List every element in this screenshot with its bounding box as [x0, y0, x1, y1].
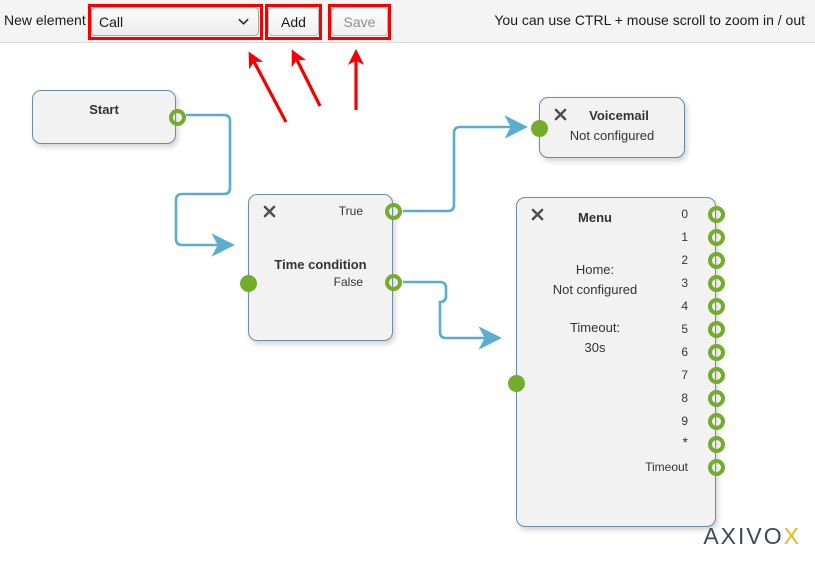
connection-wires [174, 113, 528, 350]
wire-start-to-time-condition [174, 113, 235, 257]
port-label-2: 2 [681, 253, 688, 267]
port-label-8: 8 [681, 391, 688, 405]
node-time-condition[interactable]: Time condition True False [240, 194, 402, 341]
node-menu-output-1[interactable] [708, 229, 725, 246]
port-label-1: 1 [681, 230, 688, 244]
node-voicemail-subtitle: Not configured [569, 128, 655, 143]
port-label-true: True [338, 204, 363, 218]
port-label-3: 3 [681, 276, 688, 290]
node-time-condition-input-port[interactable] [240, 275, 257, 292]
node-menu-output-7[interactable] [708, 367, 725, 384]
wire-true-to-voicemail [403, 115, 528, 213]
node-voicemail-input-port[interactable] [531, 120, 548, 137]
logo-text-accent: X [783, 523, 801, 549]
node-voicemail[interactable]: Voicemail Not configured [531, 97, 685, 158]
node-menu-home-value: Not configured [552, 282, 638, 297]
node-menu-output-2[interactable] [708, 252, 725, 269]
port-label-0: 0 [681, 207, 688, 221]
node-menu[interactable]: Menu Home: Not configured Timeout: 30s 0… [508, 197, 725, 527]
port-label-false: False [333, 275, 363, 289]
close-icon[interactable] [263, 205, 276, 218]
node-menu-output-4[interactable] [708, 298, 725, 315]
port-label-5: 5 [681, 322, 688, 336]
new-element-label: New element [4, 12, 86, 28]
axivox-logo: AXIVOX [703, 523, 801, 550]
node-menu-timeout-label: Timeout: [569, 320, 621, 335]
node-menu-output-star[interactable] [708, 436, 725, 453]
node-menu-output-6[interactable] [708, 344, 725, 361]
node-time-condition-output-true[interactable] [385, 203, 402, 220]
new-element-select[interactable]: Call [91, 7, 259, 36]
node-time-condition-output-false[interactable] [385, 274, 402, 291]
node-menu-output-timeout[interactable] [708, 459, 725, 476]
logo-text-main: AXIVO [703, 523, 784, 549]
port-label-6: 6 [681, 345, 688, 359]
node-start-title: Start [89, 102, 119, 117]
node-menu-output-8[interactable] [708, 390, 725, 407]
node-menu-input-port[interactable] [508, 375, 525, 392]
close-icon[interactable] [531, 208, 544, 221]
node-start-output-port[interactable] [169, 109, 186, 126]
node-menu-output-9[interactable] [708, 413, 725, 430]
toolbar: New element Call Add Save You can use CT… [0, 0, 815, 43]
node-menu-output-0[interactable] [708, 206, 725, 223]
node-menu-timeout-value: 30s [584, 340, 606, 355]
wire-false-to-menu [403, 280, 502, 350]
add-button[interactable]: Add [268, 7, 319, 36]
node-menu-output-5[interactable] [708, 321, 725, 338]
node-start[interactable]: Start [32, 90, 186, 144]
close-icon[interactable] [554, 108, 567, 121]
node-time-condition-title: Time condition [274, 257, 367, 272]
port-label-star: * [682, 434, 688, 450]
port-label-4: 4 [681, 299, 688, 313]
flow-canvas[interactable]: Start Time condition True False Voicemai… [0, 44, 815, 562]
save-button[interactable]: Save [331, 7, 388, 36]
port-label-9: 9 [681, 414, 688, 428]
node-menu-output-3[interactable] [708, 275, 725, 292]
node-menu-home-label: Home: [575, 262, 615, 277]
node-menu-title: Menu [578, 210, 612, 225]
port-label-timeout: Timeout [645, 460, 688, 474]
zoom-hint-text: You can use CTRL + mouse scroll to zoom … [494, 12, 805, 28]
port-label-7: 7 [681, 368, 688, 382]
node-voicemail-title: Voicemail [589, 108, 649, 123]
